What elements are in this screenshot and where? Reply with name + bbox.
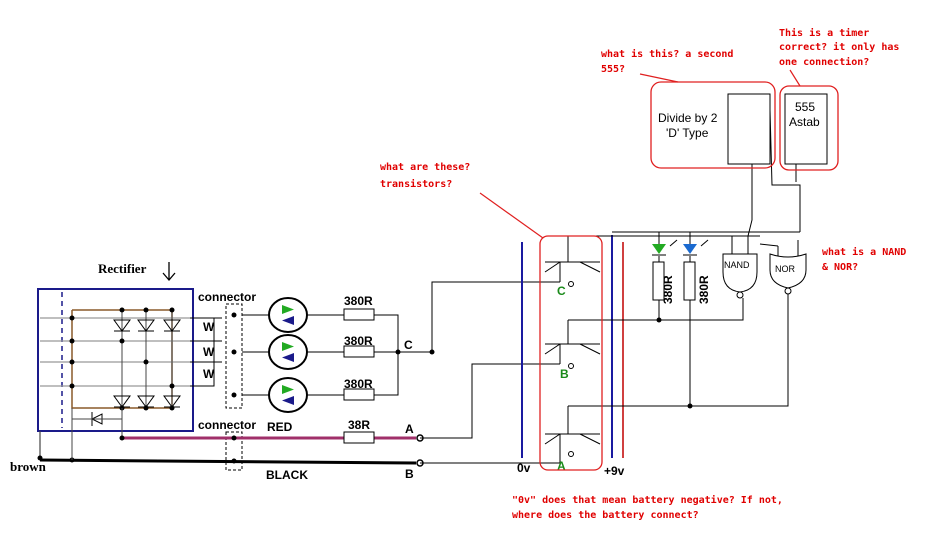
black-wire-label: BLACK [266,468,308,482]
nor-gate [759,240,807,295]
rectifier-arrow-icon [162,262,176,281]
divide-chip-line1: Divide by 2 [658,111,718,125]
connector-label-upper: connector [198,290,256,304]
led-resistor-label-2: 380R [697,275,711,304]
resistor-icon [343,308,375,321]
resistor-icon [343,431,375,444]
note-transistors-line1: what are these? [380,162,470,173]
rectifier-label: Rectifier [98,261,147,276]
led-pack-1 [242,297,344,333]
divide-by-2-chip [727,93,801,237]
diode-icon [113,319,131,332]
resistor-label-1: 380R [344,294,373,308]
timer-chip-line2: Astab [789,115,820,129]
signal-wires [420,281,561,464]
transistor-block-a [544,290,789,457]
timer-chip-line1: 555 [795,100,815,114]
timer-555-chip [784,93,828,182]
rail-label-0v: 0v [517,461,531,475]
connector-upper [225,303,243,409]
diode-icon [137,319,155,332]
led-resistor-label-1: 380R [661,275,675,304]
led-pack-3 [242,377,344,413]
divide-chip-line2: 'D' Type [666,126,709,140]
note-timer-line2: correct? it only has [779,41,899,53]
black-wire [39,458,417,465]
connector-lower [225,431,243,471]
rectifier-module [37,288,194,461]
wire-label-w1: W [203,320,215,334]
transistor-label-b: B [560,367,569,381]
note-transistors-line2: transistors? [380,178,452,190]
note-timer-line3: one connection? [779,56,869,68]
red-wire-label: RED [267,420,293,434]
note-second-555-line2: 555? [601,64,625,75]
annotation-outline-divide [650,81,776,169]
transistor-label-c: C [557,284,566,298]
transistor-label-a: A [557,459,566,473]
transistor-block-b [544,298,744,369]
nand-gate [722,236,758,299]
led-pack-2 [242,334,344,370]
node-label-c: C [404,338,413,352]
zener-diode-icon [72,412,122,426]
ac-wires [190,317,222,387]
annotation-outline-timer [779,85,839,171]
note-battery-line1: "0v" does that mean battery negative? If… [512,494,783,506]
note-gates-line2: & NOR? [822,262,858,273]
diode-icon [163,319,181,332]
resistor-label-2: 380R [344,334,373,348]
nor-label: NOR [775,264,796,274]
wire-label-w3: W [203,367,215,381]
resistor-label-3: 380R [344,377,373,391]
status-leds [612,231,800,409]
node-label-a: A [405,422,414,436]
note-gates-line1: what is a NAND [822,246,906,258]
connector-label-lower: connector [198,418,256,432]
resistor-label-38: 38R [348,418,370,432]
rail-label-9v: +9v [604,464,625,478]
nand-label: NAND [724,260,750,270]
note-battery-line2: where does the battery connect? [512,510,699,521]
note-second-555-line1: what is this? a second [601,48,733,60]
node-label-b: B [405,467,414,481]
brown-wire-label: brown [10,459,47,474]
resistor-bus-c [374,314,432,396]
annotation-outline-transistors [539,235,603,471]
wire-label-w2: W [203,345,215,359]
note-timer-line1: This is a timer [779,27,869,39]
resistor-icon [683,261,696,301]
